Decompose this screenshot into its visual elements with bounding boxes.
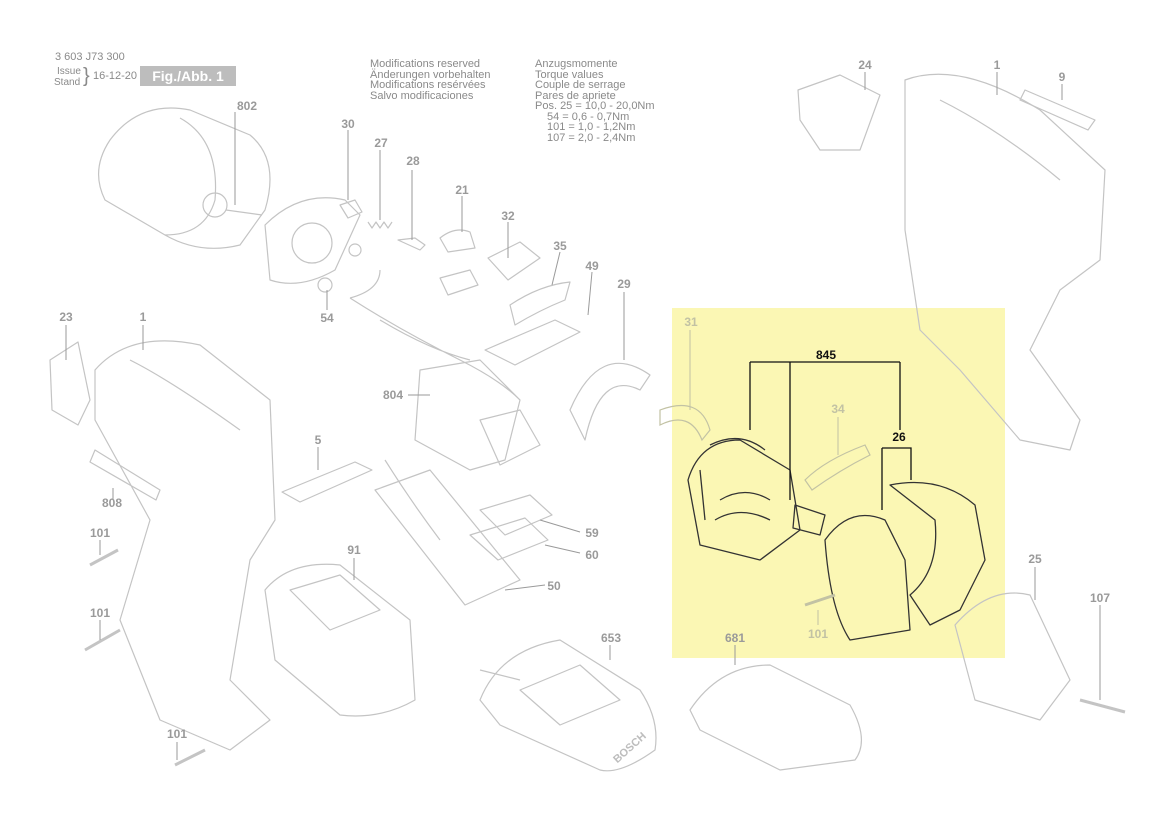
- charger-part: [479, 639, 657, 772]
- callout-30: 30: [341, 117, 355, 131]
- torque-title-line: Torque values: [535, 68, 604, 81]
- cover-24: [797, 74, 881, 151]
- battery-pack-part: [264, 563, 416, 717]
- callout-1: 1: [139, 310, 147, 324]
- callout-808: 808: [101, 496, 123, 510]
- screw-101-a: [89, 548, 119, 567]
- screw-101-d: [804, 593, 836, 607]
- issue-date: 16-12-20: [93, 70, 138, 82]
- torque-title-line: Pares de apriete: [535, 89, 616, 102]
- torque-title-line: Couple de serrage: [535, 79, 626, 91]
- issue-label: Issue: [57, 66, 81, 77]
- switch-module-part: [414, 359, 541, 471]
- callout-24: 24: [858, 58, 872, 72]
- callout-653: 653: [600, 631, 622, 645]
- callout-25: 25: [1028, 552, 1042, 566]
- callout-9: 9: [1058, 70, 1066, 84]
- cover-681: [689, 664, 862, 771]
- left-housing-part: [94, 340, 276, 751]
- callout-50: 50: [547, 579, 561, 593]
- belt-clip-part: [569, 362, 651, 441]
- callout-681: 681: [724, 631, 746, 645]
- highlighted-assembly-area: [672, 308, 1005, 658]
- callout-32: 32: [501, 209, 515, 223]
- callout-23: 23: [59, 310, 73, 324]
- modifications-line: Salvo modificaciones: [370, 89, 474, 102]
- spring-part: [367, 221, 393, 229]
- button-part: [439, 229, 476, 253]
- callout-101: 101: [807, 627, 829, 641]
- brace-glyph: }: [83, 65, 90, 87]
- motor-part: [97, 107, 271, 249]
- figure-label: Fig./Abb. 1: [140, 66, 236, 86]
- callout-101: 101: [89, 606, 111, 620]
- right-housing-part: [904, 73, 1106, 451]
- screw-101-c: [174, 748, 206, 767]
- part-60: [469, 517, 549, 561]
- callout-107: 107: [1089, 591, 1111, 605]
- torque-value-line: Pos. 25 = 10,0 - 20,0Nm: [535, 100, 655, 112]
- callout-101: 101: [89, 526, 111, 540]
- assembly-bracket-845: [749, 361, 912, 510]
- callout-1: 1: [993, 58, 1001, 72]
- callout-28: 28: [406, 154, 420, 168]
- label-808: [89, 449, 161, 501]
- modifications-line: Modifications reserved: [370, 58, 481, 70]
- callout-49: 49: [585, 259, 599, 273]
- pcb-50: [374, 459, 521, 606]
- torque-title-line: Anzugsmomente: [535, 58, 618, 70]
- callout-34: 34: [831, 402, 845, 416]
- torque-value-line: 107 = 2,0 - 2,4Nm: [547, 131, 636, 144]
- callout-26: 26: [892, 430, 906, 444]
- callout-91: 91: [347, 543, 361, 557]
- pin-part: [397, 237, 426, 251]
- screw-54: [317, 277, 333, 293]
- contact-plate: [439, 269, 479, 296]
- part-34: [804, 444, 871, 491]
- gearbox-assembly: [687, 438, 826, 561]
- callout-31: 31: [684, 315, 698, 329]
- callout-5: 5: [314, 433, 322, 447]
- modifications-line: Änderungen vorbehalten: [370, 68, 491, 81]
- stand-label: Stand: [54, 77, 81, 88]
- callout-802: 802: [236, 99, 258, 113]
- gear-housing-26: [824, 481, 986, 641]
- cover-23: [49, 341, 91, 426]
- pcb-49: [484, 319, 581, 366]
- latch-part: [281, 461, 373, 503]
- callout-54: 54: [320, 311, 334, 325]
- callout-845: 845: [815, 348, 837, 362]
- screw-107: [1079, 698, 1126, 714]
- callout-101: 101: [166, 727, 188, 741]
- label-9: [1019, 89, 1096, 131]
- callout-59: 59: [585, 526, 599, 540]
- modifications-line: Modifications resérvées: [370, 79, 486, 91]
- brush-plate-part: [264, 197, 363, 284]
- callout-27: 27: [374, 136, 388, 150]
- callout-60: 60: [585, 548, 599, 562]
- callout-29: 29: [617, 277, 631, 291]
- torque-value-line: 54 = 0,6 - 0,7Nm: [547, 110, 630, 123]
- ring-31: [659, 404, 711, 442]
- document-number: 3 603 J73 300: [55, 51, 125, 63]
- callout-804: 804: [382, 388, 404, 402]
- screw-101-b: [84, 628, 121, 652]
- chuck-part: [954, 592, 1071, 721]
- callout-35: 35: [553, 239, 567, 253]
- slider-part: [509, 281, 571, 326]
- callout-21: 21: [455, 183, 469, 197]
- switch-cover-part: [487, 241, 541, 281]
- torque-value-line: 101 = 1,0 - 1,2Nm: [547, 121, 636, 133]
